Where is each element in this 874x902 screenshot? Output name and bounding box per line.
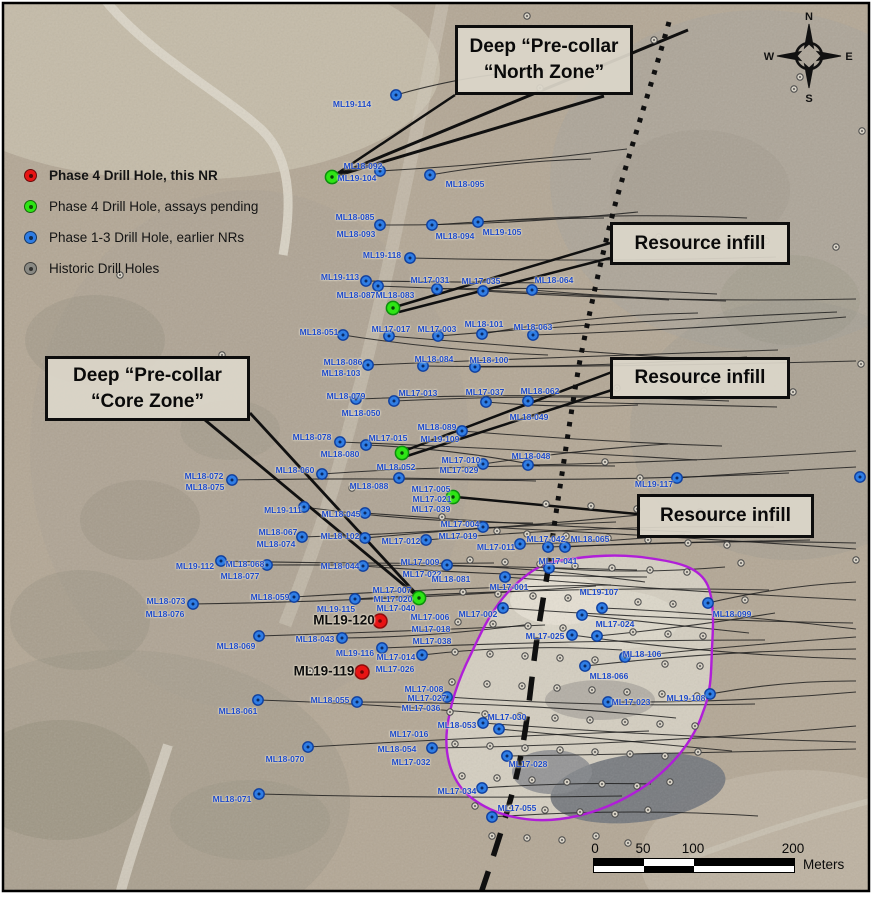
drill-trace — [571, 634, 857, 660]
leader-line — [331, 93, 456, 179]
drill-trace — [548, 566, 726, 572]
drill-trace — [527, 400, 778, 408]
scale-tick: 0 — [591, 841, 599, 856]
drill-trace — [321, 465, 616, 475]
drill-trace — [365, 444, 541, 467]
leader-line — [406, 388, 613, 458]
drill-traces-layer — [192, 69, 857, 818]
legend: Phase 4 Drill Hole, this NR Phase 4 Drill… — [16, 160, 258, 284]
legend-item-blue: Phase 1-3 Drill Hole, earlier NRs — [16, 222, 258, 253]
fault-line — [479, 21, 672, 890]
green-hole-icon — [24, 200, 37, 213]
legend-item-red: Phase 4 Drill Hole, this NR — [16, 160, 258, 191]
drill-trace — [436, 287, 718, 295]
drill-trace — [581, 614, 750, 634]
drill-trace — [446, 696, 756, 706]
drill-trace — [258, 624, 546, 637]
drill-trace — [431, 217, 605, 226]
red-hole-icon — [24, 169, 37, 182]
drill-trace — [192, 585, 597, 605]
drill-trace — [365, 280, 550, 284]
scale-bar: 0 50 100 200 Meters — [591, 841, 851, 877]
scale-unit-label: Meters — [803, 857, 845, 872]
legend-item-green: Phase 4 Drill Hole, assays pending — [16, 191, 258, 222]
drill-trace — [532, 316, 847, 336]
drill-trace — [307, 730, 650, 748]
drill-trace — [527, 450, 857, 466]
leader-line — [398, 256, 611, 314]
drill-trace — [379, 148, 628, 172]
drill-trace — [482, 722, 857, 743]
legend-label: Historic Drill Holes — [49, 261, 160, 276]
drill-trace — [607, 691, 857, 703]
drill-trace — [531, 289, 727, 302]
blue-hole-icon — [24, 231, 37, 244]
drill-trace — [356, 701, 677, 719]
drill-trace — [377, 285, 670, 301]
drill-trace — [584, 648, 857, 667]
leader-line — [204, 418, 418, 598]
drill-trace — [709, 680, 857, 695]
drill-trace — [461, 430, 723, 447]
scale-tick: 50 — [635, 841, 651, 856]
pit-outline — [445, 554, 715, 822]
legend-label: Phase 4 Drill Hole, assays pending — [49, 199, 259, 214]
drill-trace — [502, 607, 854, 624]
drill-trace — [354, 588, 770, 600]
drill-trace — [504, 576, 857, 601]
drill-trace — [498, 728, 733, 752]
drill-trace — [624, 636, 857, 658]
drill-trace — [564, 541, 857, 548]
drill-trace — [364, 521, 617, 539]
callout-leader-lines — [204, 28, 689, 599]
drill-trace — [429, 158, 592, 176]
drill-holes-layer — [187, 89, 866, 823]
leader-line — [331, 94, 605, 179]
historic-hole-icon — [24, 262, 37, 275]
legend-item-historic: Historic Drill Holes — [16, 253, 258, 284]
drill-trace — [231, 478, 537, 482]
leader-line — [248, 412, 422, 599]
drill-trace — [388, 335, 692, 360]
legend-label: Phase 4 Drill Hole, this NR — [49, 168, 218, 183]
drill-trace — [258, 793, 623, 798]
drill-trace — [293, 584, 612, 598]
drill-trace — [482, 443, 669, 465]
drill-trace — [342, 334, 549, 356]
scale-tick: 200 — [781, 841, 805, 856]
leader-line — [403, 370, 613, 453]
drill-trace — [601, 607, 857, 630]
drill-trace — [355, 395, 595, 400]
scale-tick: 100 — [681, 841, 705, 856]
drill-trace — [339, 441, 698, 461]
drill-trace — [393, 396, 730, 402]
drill-trace — [707, 581, 857, 604]
drill-trace — [491, 811, 759, 818]
legend-label: Phase 1-3 Drill Hole, earlier NRs — [49, 230, 245, 245]
drill-trace — [421, 647, 623, 656]
drill-trace — [481, 312, 699, 335]
drill-trace — [596, 612, 776, 637]
scale-bar-rule — [593, 858, 795, 873]
drill-trace — [398, 472, 790, 480]
drill-trace — [220, 560, 495, 564]
leader-line — [394, 241, 611, 309]
drill-trace — [379, 211, 639, 226]
drill-trace — [381, 639, 766, 649]
